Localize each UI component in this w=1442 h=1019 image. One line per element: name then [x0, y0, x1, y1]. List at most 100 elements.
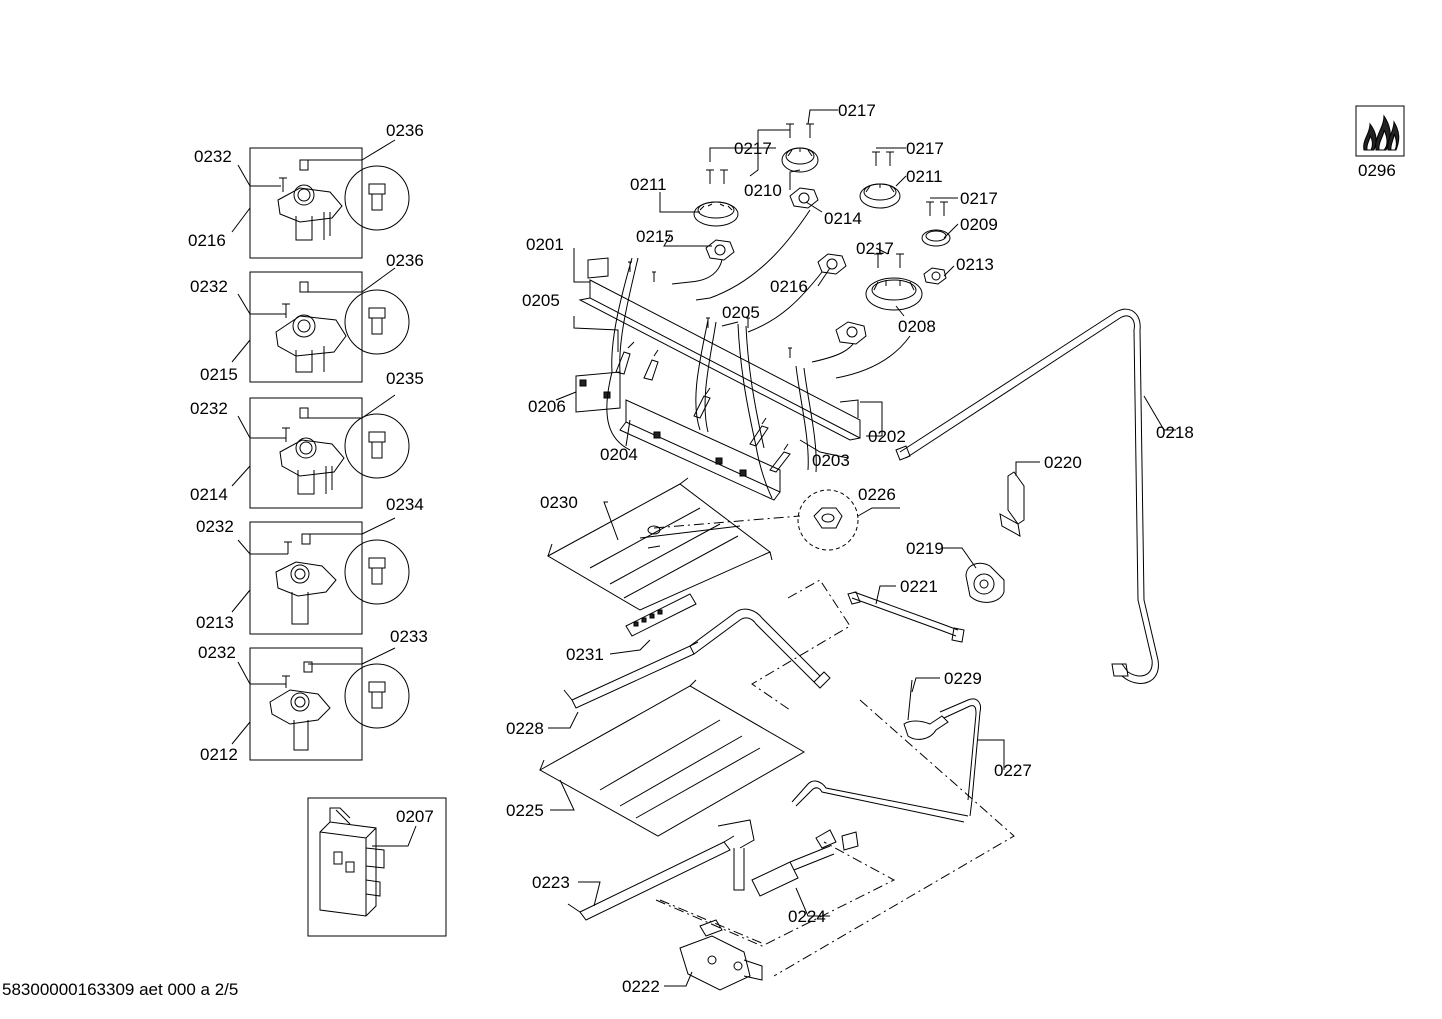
label-0225: 0225: [506, 801, 544, 820]
label-0211: 0211: [630, 175, 667, 194]
label-0205: 0205: [522, 291, 560, 310]
label-0232: 0232: [198, 643, 236, 662]
label-0213: 0213: [196, 613, 234, 632]
valve-body-0212: [269, 689, 331, 751]
burner-cup-0216: [817, 253, 847, 275]
left-leaders: [231, 164, 288, 745]
manifold-assembly: [575, 209, 911, 501]
label-0217: 0217: [906, 139, 944, 158]
label-0232: 0232: [190, 399, 228, 418]
label-0218: 0218: [1156, 423, 1194, 442]
label-0233: 0233: [390, 627, 428, 646]
part-labels: 0217 0217 0217 0217 0217 0211 0211 0210 …: [188, 101, 1396, 996]
label-0215: 0215: [200, 365, 238, 384]
pipe-0221: [847, 591, 965, 643]
valve-body-0215: [275, 314, 347, 373]
label-0226: 0226: [858, 485, 896, 504]
label-0223: 0223: [532, 873, 570, 892]
assembly-dashed-lines: [653, 515, 1015, 977]
label-0227: 0227: [994, 761, 1032, 780]
burner-cup-0215: [705, 239, 735, 261]
label-0203: 0203: [812, 451, 850, 470]
label-0206: 0206: [528, 397, 566, 416]
plate-0225: [538, 679, 806, 837]
detail-box-0213: [249, 517, 410, 635]
label-0229: 0229: [944, 669, 982, 688]
label-0235: 0235: [386, 369, 424, 388]
pipe-lower: [791, 780, 969, 849]
burner-cup-0213: [923, 267, 947, 285]
label-0236: 0236: [386, 121, 424, 140]
label-0232: 0232: [194, 147, 232, 166]
label-0202: 0202: [868, 427, 906, 446]
gas-pipe-0218: [895, 308, 1159, 684]
magnified-detail-icon: [344, 413, 410, 479]
label-0222: 0222: [622, 977, 660, 996]
magnified-detail-icon: [344, 289, 410, 355]
label-0232: 0232: [196, 517, 234, 536]
label-0208: 0208: [898, 317, 936, 336]
tray-0230: [546, 477, 773, 611]
label-0296: 0296: [1358, 161, 1396, 180]
label-0217: 0217: [734, 139, 772, 158]
label-0234: 0234: [386, 495, 424, 514]
label-0201: 0201: [526, 235, 564, 254]
label-0224: 0224: [788, 907, 826, 926]
label-0217: 0217: [838, 101, 876, 120]
pipe-0227: [903, 679, 981, 817]
label-0217: 0217: [960, 189, 998, 208]
label-0232: 0232: [190, 277, 228, 296]
screw-icon: [279, 177, 287, 192]
magnified-detail-icon: [344, 663, 410, 729]
label-0221: 0221: [900, 577, 938, 596]
igniter-0224: [751, 831, 859, 897]
burner-cup-wok: [835, 321, 867, 345]
label-0230: 0230: [540, 493, 578, 512]
burner-0210: [781, 147, 819, 173]
burner-0211-left: [693, 201, 739, 227]
label-0217: 0217: [856, 239, 894, 258]
rail-0223: [567, 819, 755, 921]
label-0214: 0214: [190, 485, 228, 504]
valve-body-0214: [279, 437, 345, 495]
screw-icon: [299, 159, 309, 171]
label-0236: 0236: [386, 251, 424, 270]
detail-box-0207: [307, 797, 447, 937]
magnified-detail-icon: [344, 165, 410, 231]
leader-lines: [548, 109, 1176, 987]
label-0219: 0219: [906, 539, 944, 558]
detail-box-0216: [249, 139, 410, 259]
connector-0231: [625, 593, 697, 637]
label-0216: 0216: [770, 277, 808, 296]
label-0228: 0228: [506, 719, 544, 738]
label-0214: 0214: [824, 209, 862, 228]
label-0215: 0215: [636, 227, 674, 246]
valve-body-0216: [277, 184, 343, 241]
burner-0208: [865, 277, 923, 311]
detail-box-0215: [249, 267, 410, 383]
label-0216: 0216: [188, 231, 226, 250]
label-0205: 0205: [722, 303, 760, 322]
valve-0222: [679, 919, 763, 991]
label-0220: 0220: [1044, 453, 1082, 472]
flame-symbol-0296-icon: [1355, 105, 1405, 157]
screws-0217: [706, 123, 948, 268]
burner-cup-0214: [789, 187, 819, 209]
ignition-module-0207: [319, 807, 385, 917]
label-0213: 0213: [956, 255, 994, 274]
valve-body-0213: [275, 561, 337, 625]
bracket-0220: [999, 471, 1025, 537]
nut-0226: [797, 489, 859, 551]
label-0210: 0210: [744, 181, 782, 200]
burner-0209: [921, 229, 951, 247]
document-reference: 58300000163309 aet 000 a 2/5: [2, 980, 239, 999]
burner-0211-right: [859, 183, 901, 209]
magnified-detail-icon: [344, 539, 410, 605]
label-0231: 0231: [566, 645, 604, 664]
rail-0228: [563, 608, 831, 709]
label-0212: 0212: [200, 745, 238, 764]
label-0209: 0209: [960, 215, 998, 234]
label-0207: 0207: [396, 807, 434, 826]
detail-box-0212: [249, 647, 410, 761]
